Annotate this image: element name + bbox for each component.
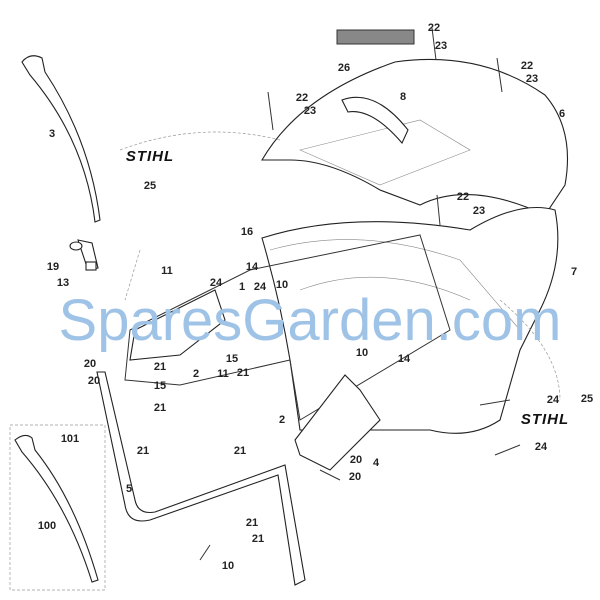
callout-19: 19 <box>47 261 59 273</box>
optional-parts-box <box>9 424 106 591</box>
callout-20: 20 <box>88 375 100 387</box>
callout-25: 25 <box>144 180 156 192</box>
callout-6: 6 <box>559 108 565 120</box>
callout-22: 22 <box>457 191 469 203</box>
callout-21: 21 <box>234 445 246 457</box>
callout-20: 20 <box>349 471 361 483</box>
side-bracket <box>294 374 381 471</box>
callout-20: 20 <box>84 358 96 370</box>
warning-decal <box>336 29 415 45</box>
lever-grip <box>21 55 101 223</box>
callout-26: 26 <box>338 62 350 74</box>
callout-100: 100 <box>38 520 56 532</box>
callout-14: 14 <box>246 261 259 273</box>
callout-24: 24 <box>535 441 548 453</box>
callout-7: 7 <box>571 266 577 278</box>
callout-15: 15 <box>154 380 166 392</box>
callout-22: 22 <box>521 60 533 72</box>
callout-20: 20 <box>350 454 362 466</box>
stihl-logo: STIHL <box>126 148 174 165</box>
callout-21: 21 <box>237 367 249 379</box>
callout-25: 25 <box>581 393 593 405</box>
grass-bag-body <box>261 207 559 434</box>
callout-22: 22 <box>296 92 308 104</box>
stihl-logo: STIHL <box>521 411 569 428</box>
callout-11: 11 <box>217 368 229 380</box>
callout-13: 13 <box>57 277 69 289</box>
callout-24: 24 <box>254 281 267 293</box>
callout-23: 23 <box>435 40 447 52</box>
callout-15: 15 <box>226 353 238 365</box>
callout-21: 21 <box>154 361 166 373</box>
bag-top-cover <box>261 58 568 216</box>
callout-16: 16 <box>241 226 253 238</box>
callout-23: 23 <box>526 73 538 85</box>
callout-4: 4 <box>373 457 380 469</box>
bag-frame <box>124 234 451 421</box>
callout-21: 21 <box>246 517 258 529</box>
callout-23: 23 <box>304 105 316 117</box>
bag-handle-tube <box>96 371 306 586</box>
callout-10: 10 <box>276 279 288 291</box>
callout-23: 23 <box>473 205 485 217</box>
callout-10: 10 <box>356 347 368 359</box>
callout-2: 2 <box>193 368 199 380</box>
callout-24: 24 <box>547 394 560 406</box>
lever-tube <box>14 434 99 583</box>
callout-2: 2 <box>279 414 285 426</box>
callout-1: 1 <box>239 281 245 293</box>
callout-24: 24 <box>210 277 223 289</box>
callout-21: 21 <box>154 402 166 414</box>
callout-21: 21 <box>252 533 264 545</box>
callout-8: 8 <box>400 91 406 103</box>
callout-5: 5 <box>126 483 132 495</box>
callout-11: 11 <box>161 265 173 277</box>
callout-3: 3 <box>49 128 55 140</box>
callout-101: 101 <box>61 433 79 445</box>
bag-handle <box>341 96 409 145</box>
callout-14: 14 <box>398 353 411 365</box>
callout-22: 22 <box>428 22 440 34</box>
callout-10: 10 <box>222 560 234 572</box>
callout-21: 21 <box>137 445 149 457</box>
watermark: SparesGarden.com <box>59 288 562 353</box>
